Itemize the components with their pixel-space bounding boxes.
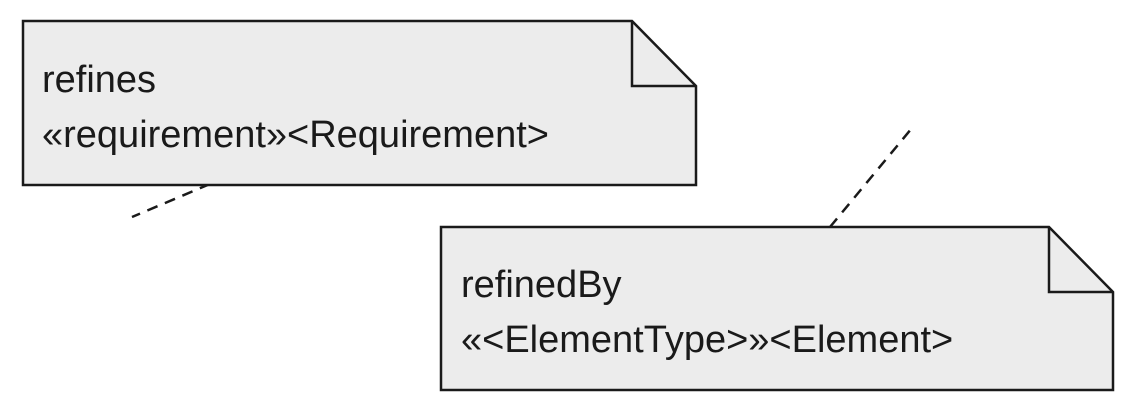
refines-note-folded-corner xyxy=(630,21,696,88)
refines-note-shape xyxy=(21,19,698,187)
refines-note-title: refines xyxy=(42,59,156,101)
refinedby-note-shape xyxy=(439,225,1115,392)
refinedby-note-stereotype-line: «<ElementType>»<Element> xyxy=(461,319,953,361)
refines-note[interactable]: refines «requirement»<Requirement> xyxy=(21,19,698,187)
refinedby-connector-line xyxy=(829,127,913,228)
refinedby-note-title: refinedBy xyxy=(461,264,622,306)
refines-note-stereotype-line: «requirement»<Requirement> xyxy=(42,114,549,156)
refinedby-note-folded-corner xyxy=(1047,227,1113,294)
refines-connector-line xyxy=(131,182,211,219)
refinedby-note[interactable]: refinedBy «<ElementType>»<Element> xyxy=(439,225,1115,392)
